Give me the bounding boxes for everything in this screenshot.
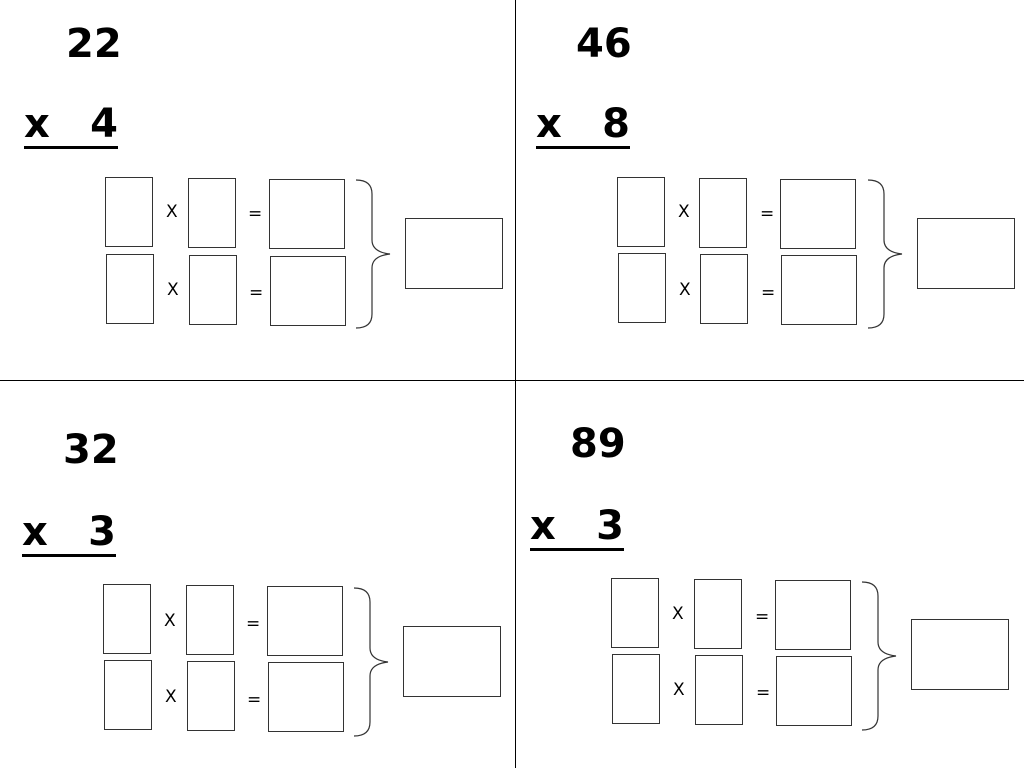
answer-box[interactable] <box>776 656 852 726</box>
top-number: 46 <box>576 21 632 67</box>
multiplier-row: x 3 <box>22 512 116 557</box>
times-symbol: X <box>672 604 684 624</box>
problem-4: 89 x 3 X = X = <box>512 384 1024 768</box>
final-answer-box[interactable] <box>911 619 1009 690</box>
top-number: 22 <box>66 21 122 67</box>
answer-box[interactable] <box>270 256 346 326</box>
final-answer-box[interactable] <box>405 218 503 289</box>
answer-box[interactable] <box>189 255 237 325</box>
answer-box[interactable] <box>612 654 660 724</box>
answer-box[interactable] <box>781 255 857 325</box>
answer-box[interactable] <box>699 178 747 248</box>
times-symbol: X <box>166 202 178 222</box>
top-number: 32 <box>63 427 119 473</box>
final-answer-box[interactable] <box>403 626 501 697</box>
curly-brace-icon <box>353 587 389 737</box>
horizontal-divider <box>0 380 1024 381</box>
answer-box[interactable] <box>775 580 851 650</box>
answer-box[interactable] <box>618 253 666 323</box>
top-number: 89 <box>570 421 626 467</box>
operator: x <box>22 509 48 555</box>
operator: x <box>530 503 556 549</box>
answer-box[interactable] <box>105 177 153 247</box>
multiplier: 3 <box>88 509 116 555</box>
problem-3: 32 x 3 X = X = <box>0 384 512 768</box>
answer-box[interactable] <box>186 585 234 655</box>
multiplier: 3 <box>596 503 624 549</box>
operator: x <box>24 101 50 147</box>
answer-box[interactable] <box>780 179 856 249</box>
equals-symbol: = <box>755 607 770 627</box>
multiplier: 4 <box>90 101 118 147</box>
answer-box[interactable] <box>268 662 344 732</box>
times-symbol: X <box>679 280 691 300</box>
curly-brace-icon <box>355 179 391 329</box>
answer-box[interactable] <box>617 177 665 247</box>
times-symbol: X <box>165 687 177 707</box>
equals-symbol: = <box>246 614 261 634</box>
answer-box[interactable] <box>700 254 748 324</box>
curly-brace-icon <box>861 581 897 731</box>
answer-box[interactable] <box>188 178 236 248</box>
answer-box[interactable] <box>267 586 343 656</box>
multiplier: 8 <box>602 101 630 147</box>
answer-box[interactable] <box>695 655 743 725</box>
equals-symbol: = <box>247 690 262 710</box>
equals-symbol: = <box>756 683 771 703</box>
times-symbol: X <box>167 280 179 300</box>
equals-symbol: = <box>248 204 263 224</box>
problem-2: 46 x 8 X = X = <box>512 0 1024 384</box>
multiplier-row: x 4 <box>24 104 118 149</box>
multiplier-row: x 3 <box>530 506 624 551</box>
problem-1: 22 x 4 X = X = <box>0 0 512 384</box>
answer-box[interactable] <box>187 661 235 731</box>
multiplier-row: x 8 <box>536 104 630 149</box>
final-answer-box[interactable] <box>917 218 1015 289</box>
times-symbol: X <box>678 202 690 222</box>
answer-box[interactable] <box>103 584 151 654</box>
equals-symbol: = <box>760 204 775 224</box>
vertical-divider <box>515 0 516 768</box>
curly-brace-icon <box>867 179 903 329</box>
times-symbol: X <box>673 680 685 700</box>
times-symbol: X <box>164 611 176 631</box>
answer-box[interactable] <box>106 254 154 324</box>
answer-box[interactable] <box>694 579 742 649</box>
answer-box[interactable] <box>611 578 659 648</box>
answer-box[interactable] <box>269 179 345 249</box>
answer-box[interactable] <box>104 660 152 730</box>
equals-symbol: = <box>249 283 264 303</box>
operator: x <box>536 101 562 147</box>
equals-symbol: = <box>761 283 776 303</box>
